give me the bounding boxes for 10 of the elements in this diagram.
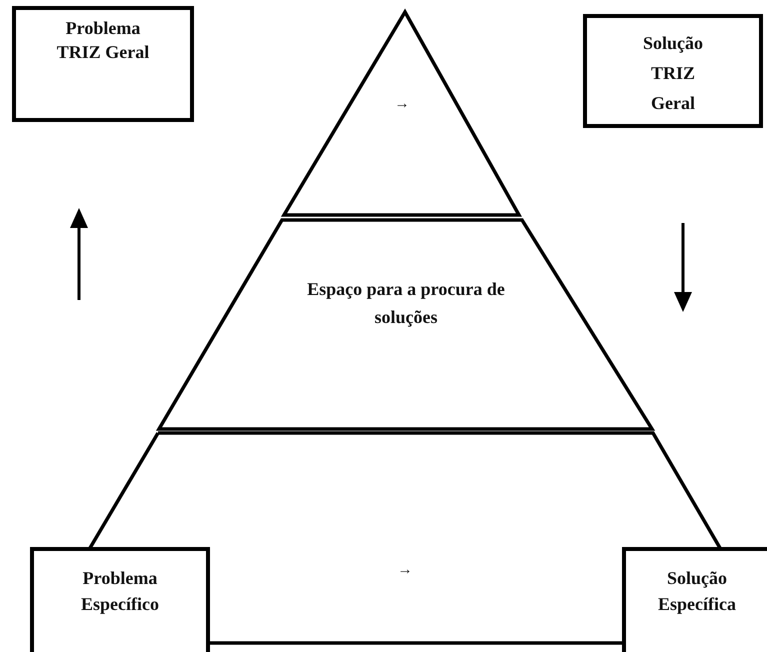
box-label: Solução Específica: [657, 567, 737, 616]
band-label: Espaço para a procura de soluções: [306, 278, 506, 329]
box-label: Problema TRIZ Geral: [56, 17, 150, 64]
text-box: [30, 547, 210, 652]
text-box: [583, 14, 763, 128]
box-label: Solução TRIZ Geral: [642, 32, 704, 115]
text-box: [12, 6, 194, 122]
box-label: Problema Específico: [80, 567, 160, 616]
text-box: [622, 547, 767, 652]
arrow-symbol: →: [394, 95, 410, 114]
